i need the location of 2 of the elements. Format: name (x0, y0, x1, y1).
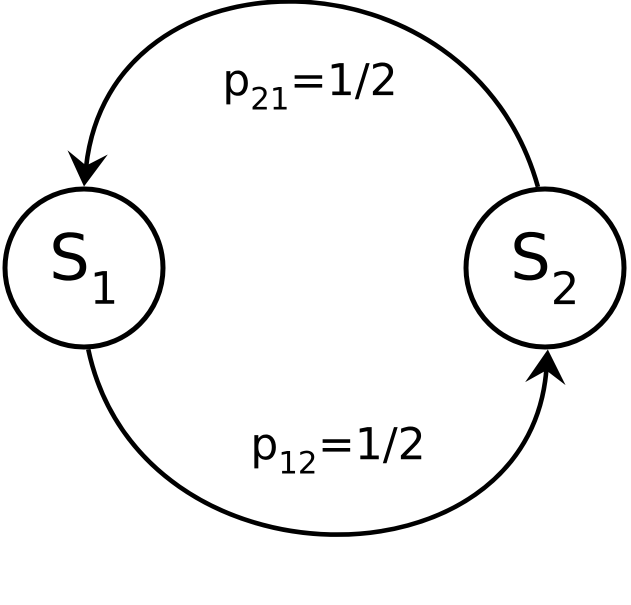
edge-label: p$_{12}$=1/2 (249, 426, 427, 474)
edge-label: p$_{21}$=1/2 (221, 62, 399, 110)
